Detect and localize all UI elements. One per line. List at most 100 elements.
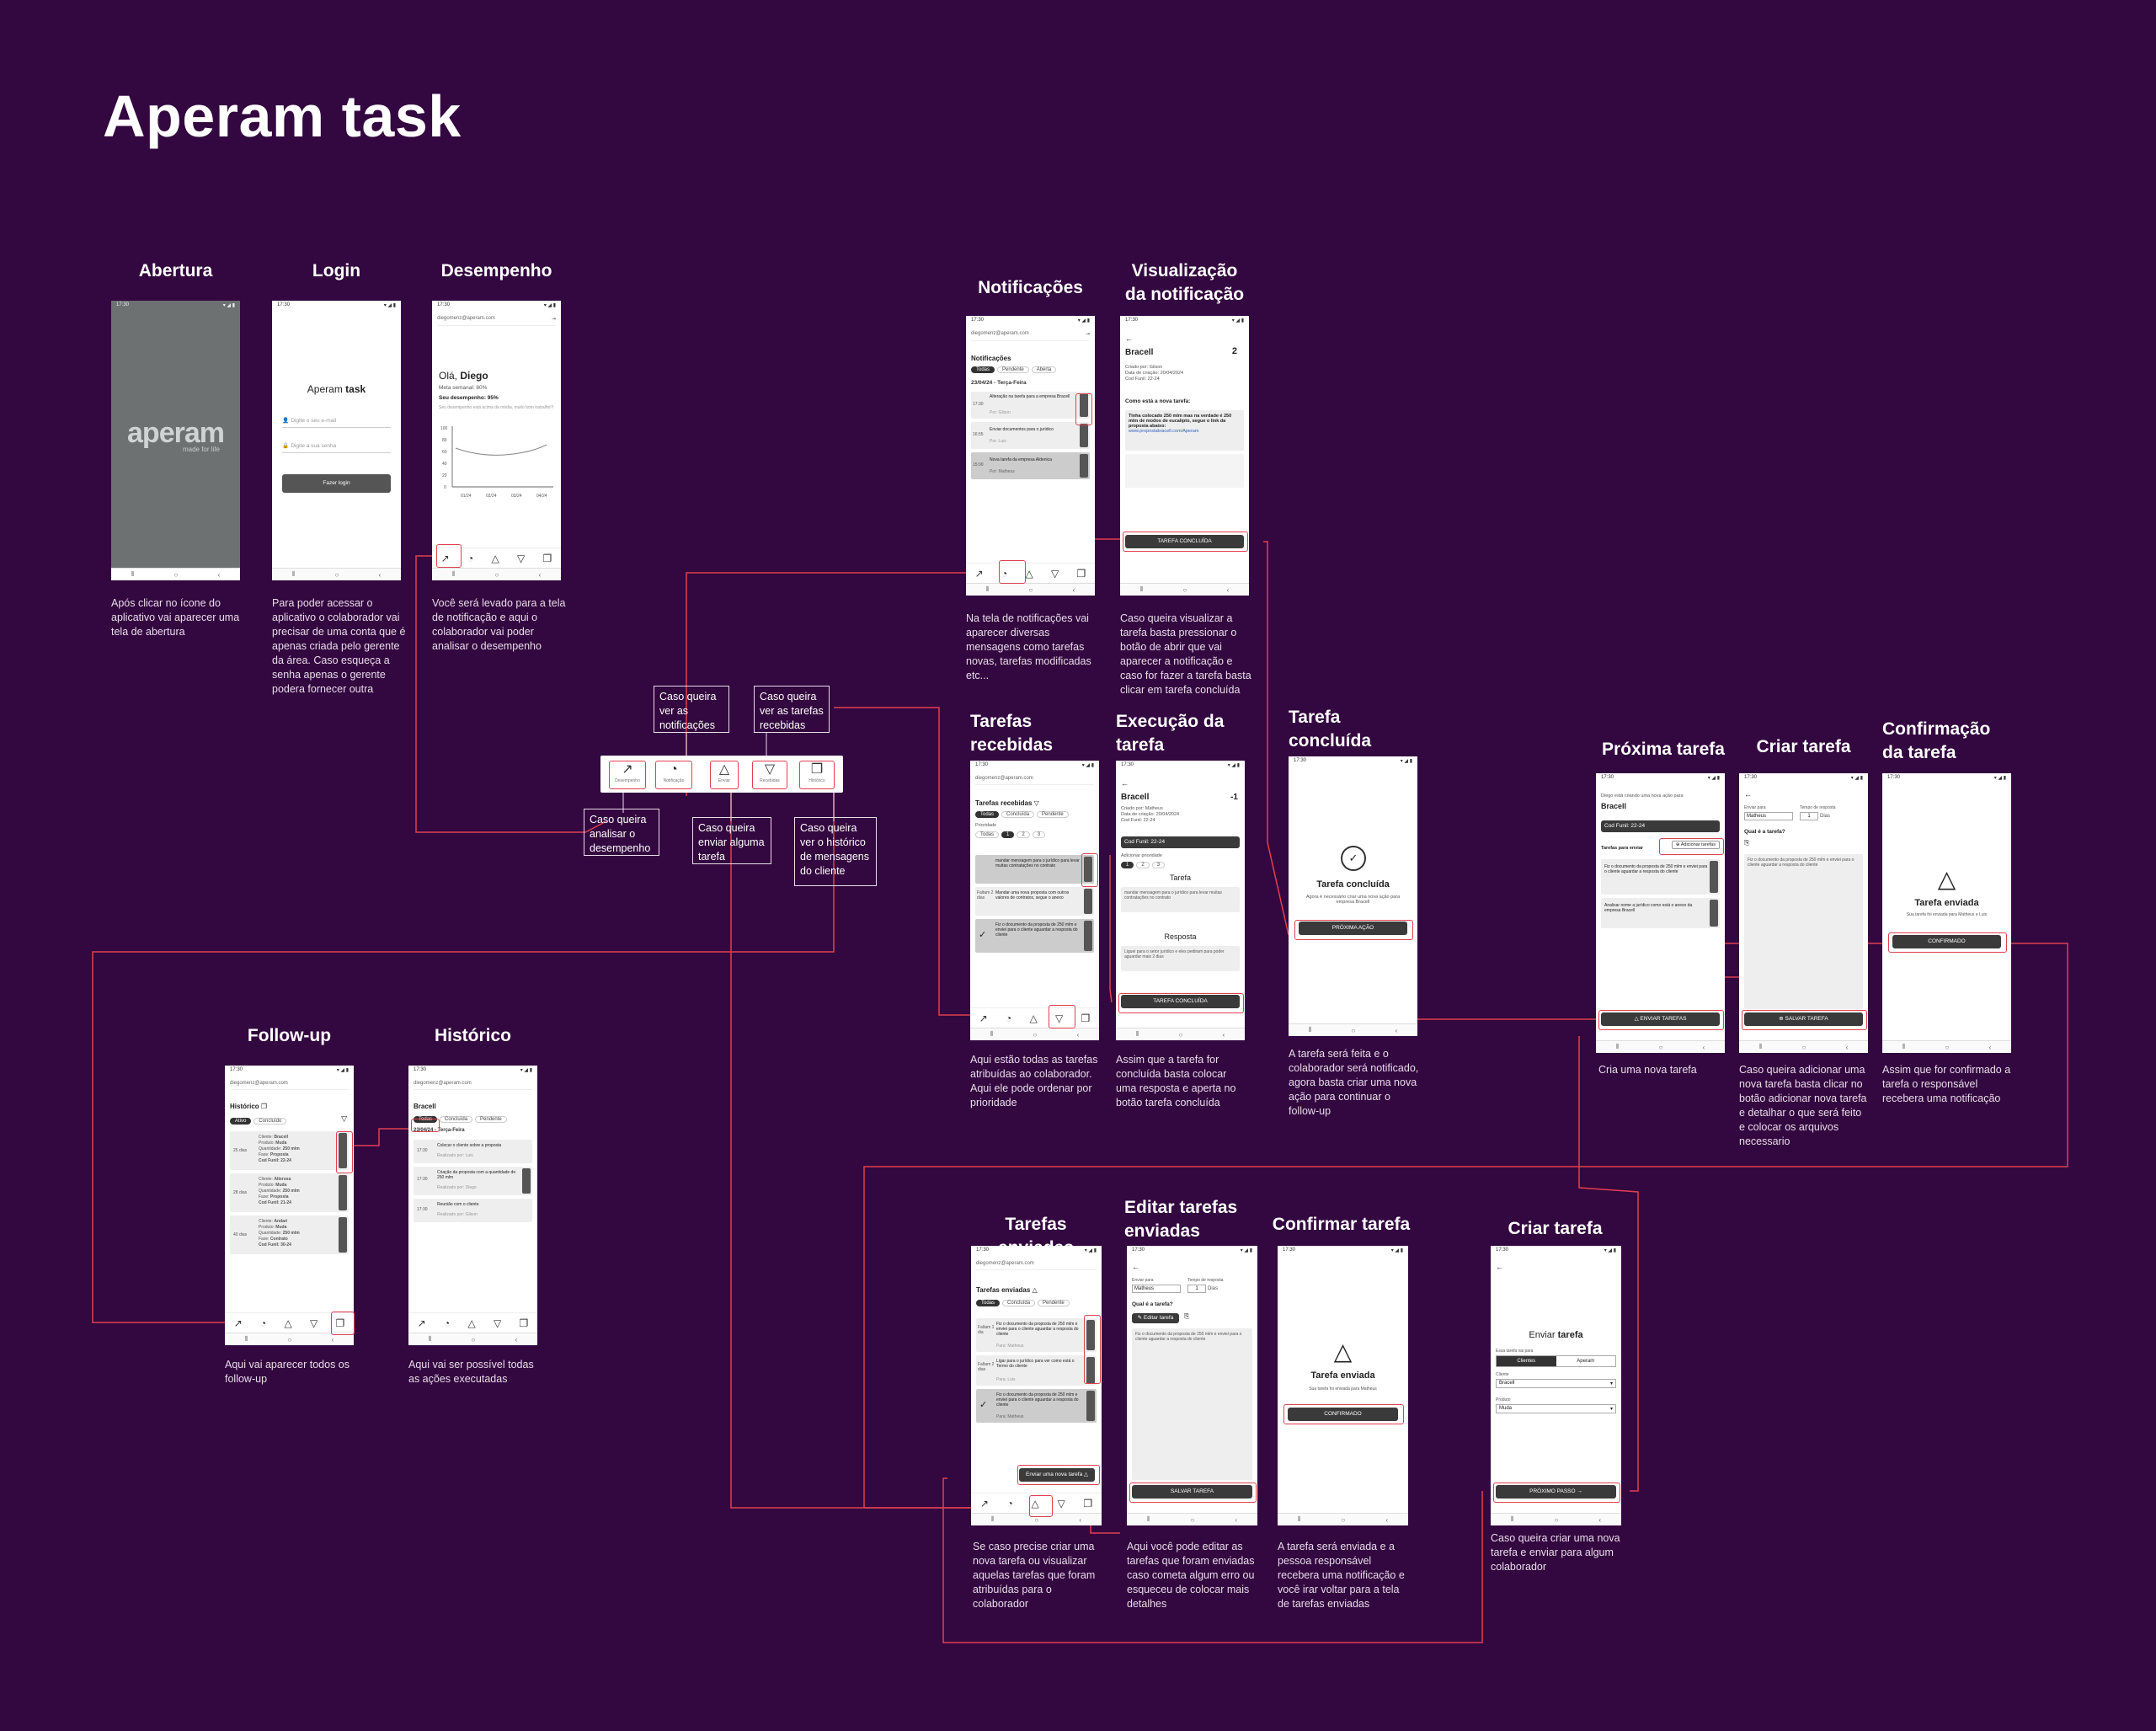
desempenho-title: Desempenho [440,261,552,280]
tab-aperam[interactable]: Aperam [1577,1359,1595,1364]
criar1-desc: Caso queira adicionar uma nova tarefa ba… [1739,1064,1867,1147]
attach-icon[interactable]: ⎘ [1184,1312,1190,1320]
open-button[interactable] [1080,393,1088,417]
bottom-nav: ↗◔△▽❐ [225,1312,354,1333]
connector-concluir [1263,541,1289,936]
editar-tarefa-button[interactable]: ✎ Editar tarefa [1132,1313,1179,1323]
open-button[interactable] [1080,454,1088,478]
filter-pendente[interactable]: Pendente [997,366,1029,373]
enviar-nova-tarefa-button[interactable]: Enviar uma nova tarefa △ [1019,1468,1095,1482]
list-item[interactable]: Analisar nome a jurídico como está o ane… [1601,898,1720,928]
enviar-tab-icon[interactable]: △ [491,553,499,564]
logout-icon[interactable]: ⇥ [551,317,556,322]
password-field[interactable]: 🔒 Digite a sua senha [282,440,391,453]
notificacao-tab-icon[interactable]: ◔ [467,553,474,564]
abertura-desc: Após clicar no ícone do aplicativo vai a… [111,597,240,638]
historico-desc: Aqui vai ser possível todas as ações exe… [408,1359,534,1385]
legend-notificacao[interactable]: ◔Notificação [655,761,692,789]
notificacao-tab-icon[interactable]: ◔ [1001,568,1008,580]
email-field[interactable]: 👤 Digite o seu e-mail [282,414,391,428]
back-arrow-icon[interactable]: ← [1496,1263,1503,1271]
back-arrow-icon[interactable]: ← [1121,779,1129,788]
enviar-tarefas-button[interactable]: △ ENVIAR TAREFAS [1601,1012,1720,1026]
open-button[interactable] [1080,424,1088,447]
add-tarefas-button[interactable]: ⊕ Adicionar tarefas [1671,841,1720,849]
confirmado-button[interactable]: CONFIRMADO [1892,935,2001,948]
client-select[interactable]: Bracell▾ [1496,1379,1616,1388]
highlight-proxima [1294,920,1413,940]
date-heading: 23/04/24 - Terça-Feira [971,380,1027,386]
desempenho-tab-icon[interactable]: ↗ [440,553,450,564]
task-textarea[interactable]: Fiz o documento da proposta de 250 mlm e… [1132,1328,1252,1480]
enviar-tarefa-heading: Enviar tarefa [1529,1330,1583,1340]
enviar-tab-icon[interactable]: △ [1025,568,1033,580]
svg-text:0: 0 [444,485,446,490]
legend-desempenho[interactable]: ↗Desempenho [609,761,646,789]
historico-heading: Histórico ❐ [230,1103,268,1110]
user-header: diegomenz@aperam.com⇥ [437,316,556,326]
highlight-concluida [1123,532,1248,552]
historico-tab-icon[interactable]: ❐ [1076,568,1086,580]
proxima-acao-button[interactable]: PRÓXIMA AÇÃO [1299,922,1407,935]
back-arrow-icon[interactable]: ← [1125,334,1133,343]
task-textarea[interactable]: Fiz o documento da proposta de 250 mlm e… [1744,854,1863,1009]
logout-icon[interactable]: ⇥ [1085,332,1090,337]
attach-icon[interactable]: ⎘ [1744,839,1750,847]
filter-aberta[interactable]: Aberta [1031,366,1057,373]
filter-todas[interactable]: Todas [971,366,995,373]
funnel-select[interactable]: Cod Funil: 22-24 [1121,836,1240,848]
android-nav: ⦀○‹ [1289,1023,1417,1036]
salvar-tarefa-button[interactable]: ⊕ SALVAR TAREFA [1744,1012,1863,1026]
funnel-select[interactable]: Cod Funil: 22-24 [1601,820,1720,832]
list-item[interactable]: ✓Fiz o documento da proposta de 250 mlm … [976,1389,1097,1423]
tarefa-concluida-button[interactable]: TAREFA CONCLUÍDA [1121,995,1240,1008]
list-item[interactable]: mandar mensagem para o jurídico para lev… [975,855,1094,884]
recebidas-tab-icon[interactable]: ▽ [1051,568,1059,580]
tarefa-concluida-button[interactable]: TAREFA CONCLUÍDA [1125,535,1244,548]
android-nav: ⦀○‹ [971,1513,1102,1525]
android-nav: ⦀○‹ [1882,1040,2011,1053]
legend-enviar[interactable]: △Enviar [710,761,739,789]
count-badge: 2 [1231,346,1237,356]
legend-recebidas[interactable]: ▽Recebidas [752,761,787,789]
svg-text:60: 60 [442,450,447,455]
reply-area[interactable] [1125,454,1244,488]
list-item[interactable]: ✓Fiz o documento da proposta de 250 mlm … [975,919,1094,953]
connector-criar [1578,1036,1639,1492]
enviadas-desc: Se caso precise criar uma nova tarefa ou… [973,1541,1096,1610]
tab-clientes[interactable]: Clientes [1497,1356,1556,1366]
login-button[interactable]: Fazer login [282,474,391,493]
send-to-input[interactable]: Matheus [1132,1285,1181,1293]
highlight-notif-tab [999,560,1026,584]
back-arrow-icon[interactable]: ← [1132,1263,1139,1271]
legend-historico[interactable]: ❐Histórico [799,761,835,789]
desempenho-tab-icon[interactable]: ↗ [974,568,984,580]
time-input[interactable]: 1 [1187,1285,1206,1293]
filter-icon[interactable]: ▽ [341,1114,347,1123]
confirmar-screen: 17:30▾ ◢ ▮ △ Tarefa enviada Sua tarefa f… [1278,1246,1408,1525]
confirmado-button[interactable]: CONFIRMADO [1288,1408,1398,1421]
confirmacao-sub: Sua tarefa foi enviada para Matheus e Lu… [1906,912,1988,917]
time-input[interactable]: 1 [1800,812,1818,820]
recebidas-tab-icon[interactable]: ▽ [517,553,526,564]
product-select[interactable]: Muda▾ [1496,1404,1616,1413]
resposta-input[interactable]: Liguei para o setor jurídico e eles pedi… [1121,946,1240,971]
historico-title: Histórico [434,1026,511,1045]
list-item[interactable]: Fiz o documento da proposta de 250 mlm e… [1601,859,1720,895]
back-arrow-icon[interactable]: ← [1744,790,1752,799]
send-to-input[interactable]: Matheus [1744,812,1793,820]
salvar-tarefa-button[interactable]: SALVAR TAREFA [1132,1485,1252,1499]
historico-tab-icon[interactable]: ❐ [542,553,552,564]
proximo-passo-button[interactable]: PRÓXIMO PASSO → [1496,1485,1616,1499]
